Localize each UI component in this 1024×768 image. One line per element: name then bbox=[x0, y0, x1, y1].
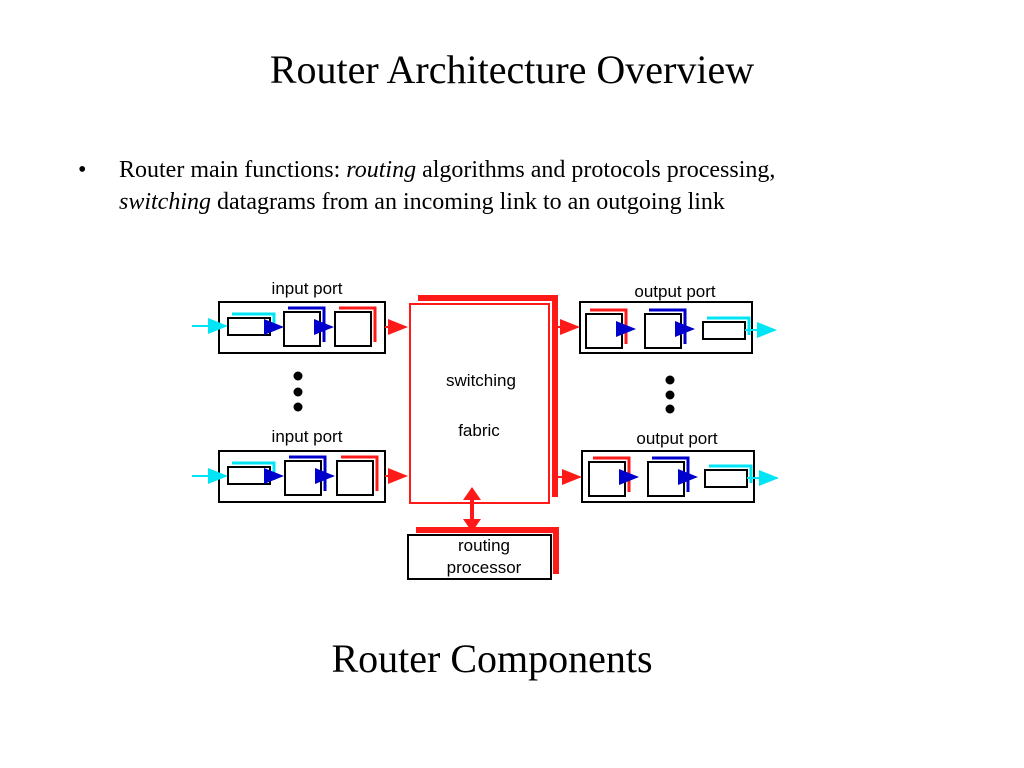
ellipsis-dot bbox=[665, 375, 675, 385]
input-line-termination-top bbox=[227, 317, 271, 336]
input-port-bottom-label: input port bbox=[272, 427, 343, 446]
switching-fabric: switching fabric bbox=[409, 295, 558, 504]
bullet-emphasis-routing: routing bbox=[346, 157, 417, 183]
bullet-marker: • bbox=[78, 157, 87, 183]
switching-fabric-shadow bbox=[418, 295, 558, 497]
input-port-top: input port bbox=[192, 279, 408, 354]
switching-fabric-label-line1: switching bbox=[446, 371, 516, 390]
switching-fabric-box bbox=[409, 303, 550, 504]
ellipsis-dot bbox=[293, 402, 303, 412]
fabric-processor-arrow-up bbox=[463, 487, 481, 500]
switching-fabric-label-line2: fabric bbox=[458, 421, 500, 440]
ellipsis-dot bbox=[665, 390, 675, 400]
output-link-layer-top bbox=[644, 313, 682, 349]
diagram-caption: Router Components bbox=[331, 636, 653, 681]
input-lookup-queue-bottom-shadow bbox=[341, 455, 379, 491]
output-line-termination-top bbox=[702, 321, 746, 340]
input-lookup-queue-bottom bbox=[336, 460, 374, 496]
output-link-layer-bottom bbox=[647, 461, 685, 497]
output-ports-ellipsis bbox=[665, 375, 675, 414]
input-port-bottom: input port bbox=[192, 427, 408, 503]
input-lookup-queue-top-shadow bbox=[339, 306, 377, 342]
output-port-bottom: output port bbox=[554, 429, 779, 503]
bullet-text-part-3: datagrams from an incoming link to an ou… bbox=[211, 189, 725, 215]
ellipsis-dot bbox=[293, 371, 303, 381]
output-queue-bottom bbox=[588, 461, 626, 497]
fabric-processor-link bbox=[463, 487, 481, 532]
ellipsis-dot bbox=[665, 404, 675, 414]
routing-processor-label-line1: routing bbox=[458, 536, 510, 555]
input-line-termination-bottom bbox=[227, 466, 271, 485]
input-link-layer-top bbox=[283, 311, 321, 347]
input-link-layer-bottom bbox=[284, 460, 322, 496]
input-port-top-label: input port bbox=[272, 279, 343, 298]
routing-processor: routing processor bbox=[407, 527, 559, 580]
output-line-termination-bottom bbox=[704, 469, 748, 488]
output-port-top-label: output port bbox=[634, 282, 716, 301]
input-ports-ellipsis bbox=[293, 371, 303, 412]
bullet-text-part-1: Router main functions: bbox=[119, 157, 347, 183]
bullet-emphasis-switching: switching bbox=[119, 189, 212, 215]
output-queue-top bbox=[585, 313, 623, 349]
output-port-top: output port bbox=[554, 282, 777, 354]
routing-processor-box bbox=[407, 534, 552, 580]
bullet-text-part-2: algorithms and protocols processing, bbox=[416, 157, 776, 183]
ellipsis-dot bbox=[293, 387, 303, 397]
input-lookup-queue-top bbox=[334, 311, 372, 347]
routing-processor-label-line2: processor bbox=[447, 558, 522, 577]
bullet-item: • Router main functions: routing algorit… bbox=[78, 154, 958, 218]
routing-processor-shadow bbox=[416, 527, 559, 574]
slide-title: Router Architecture Overview bbox=[269, 47, 755, 92]
fabric-processor-arrow-down bbox=[463, 519, 481, 532]
bullet-text: Router main functions: routing algorithm… bbox=[119, 154, 958, 218]
output-port-bottom-label: output port bbox=[636, 429, 718, 448]
